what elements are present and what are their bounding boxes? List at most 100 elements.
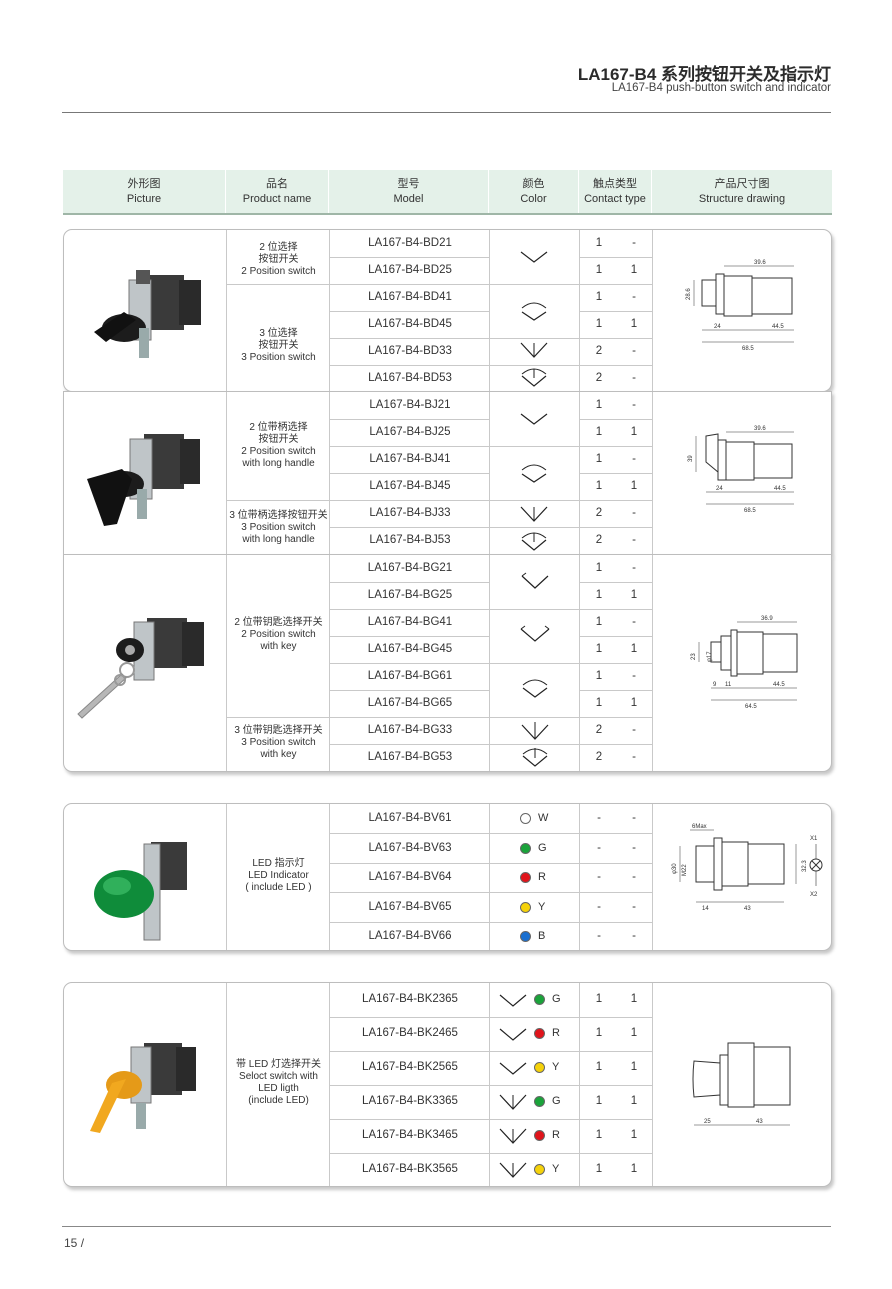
contact-no: - xyxy=(597,842,601,854)
svg-text:9: 9 xyxy=(713,682,717,688)
contact-nc: - xyxy=(632,901,636,913)
contact-no: 2 xyxy=(595,724,603,736)
contact-nc: - xyxy=(632,291,636,303)
three-position-symbol-icon xyxy=(498,1093,528,1118)
key-three-position-symbol-icon xyxy=(519,720,551,747)
structure-drawing-bv: 6Max φ30 M22 32.3 14 43 X1 X2 xyxy=(664,816,829,916)
model-cell: LA167-B4-BD45 xyxy=(368,318,452,330)
contact-no: - xyxy=(597,930,601,942)
two-position-symbol-icon xyxy=(498,993,528,1014)
two-position-symbol-icon xyxy=(519,250,549,269)
contact-no: 2 xyxy=(595,751,603,763)
model-cell: LA167-B4-BV63 xyxy=(368,842,452,854)
contact-no: - xyxy=(597,901,601,913)
contact-nc: - xyxy=(632,842,636,854)
contact-nc: 1 xyxy=(630,264,638,276)
color-dot-yellow xyxy=(534,1062,545,1073)
model-cell: LA167-B4-BV61 xyxy=(368,812,452,824)
contact-nc: 1 xyxy=(630,426,638,438)
key-arc-symbol-icon xyxy=(519,677,551,704)
color-label: B xyxy=(538,930,546,942)
svg-text:11: 11 xyxy=(725,682,732,688)
model-cell: LA167-B4-BV64 xyxy=(368,871,452,883)
structure-drawing-bg: 36.9 23 φ17 9 11 44.5 64.5 xyxy=(689,610,809,720)
model-cell: LA167-B4-BG65 xyxy=(367,697,453,709)
color-dot-blue xyxy=(520,931,531,942)
contact-no: 1 xyxy=(595,1095,603,1107)
color-label: Y xyxy=(552,1163,560,1175)
model-cell: LA167-B4-BG45 xyxy=(367,643,453,655)
contact-no: 1 xyxy=(595,237,603,249)
model-cell: LA167-B4-BJ53 xyxy=(369,534,451,546)
svg-text:φ30: φ30 xyxy=(672,863,678,874)
svg-text:23: 23 xyxy=(691,653,697,660)
contact-nc: - xyxy=(632,345,636,357)
three-position-symbol-icon xyxy=(498,1127,528,1152)
two-position-symbol-icon xyxy=(498,1027,528,1048)
contact-no: 1 xyxy=(595,1129,603,1141)
contact-nc: - xyxy=(632,534,636,546)
model-cell: LA167-B4-BK2565 xyxy=(362,1061,458,1073)
contact-nc: - xyxy=(632,562,636,574)
contact-no: 1 xyxy=(595,616,603,628)
color-dot-yellow xyxy=(534,1164,545,1175)
model-cell: LA167-B4-BJ45 xyxy=(369,480,451,492)
contact-nc: 1 xyxy=(630,1095,638,1107)
color-label: G xyxy=(538,842,547,854)
svg-text:X1: X1 xyxy=(810,836,818,842)
header-divider xyxy=(62,112,831,113)
model-cell: LA167-B4-BG53 xyxy=(367,751,453,763)
contact-nc: 1 xyxy=(630,1061,638,1073)
model-cell: LA167-B4-BK2465 xyxy=(362,1027,458,1039)
color-label: R xyxy=(552,1129,560,1141)
three-position-arc-symbol-icon xyxy=(519,462,549,489)
contact-no: 1 xyxy=(595,399,603,411)
contact-nc: - xyxy=(632,751,636,763)
svg-text:X2: X2 xyxy=(810,892,818,898)
svg-text:14: 14 xyxy=(702,906,709,912)
svg-text:24: 24 xyxy=(714,324,721,330)
model-cell: LA167-B4-BJ41 xyxy=(369,453,451,465)
model-cell: LA167-B4-BJ33 xyxy=(369,507,451,519)
contact-nc: 1 xyxy=(630,1027,638,1039)
svg-text:32.3: 32.3 xyxy=(802,860,808,872)
model-cell: LA167-B4-BD33 xyxy=(368,345,452,357)
contact-no: 1 xyxy=(595,643,603,655)
contact-nc: 1 xyxy=(630,589,638,601)
svg-text:24: 24 xyxy=(716,486,723,492)
svg-text:44.5: 44.5 xyxy=(772,324,784,330)
structure-drawing-bd: 39.6 28.6 24 44.5 68.5 xyxy=(684,258,814,358)
svg-text:64.5: 64.5 xyxy=(745,704,757,710)
contact-nc: 1 xyxy=(630,480,638,492)
contact-nc: 1 xyxy=(630,643,638,655)
model-cell: LA167-B4-BD41 xyxy=(368,291,452,303)
contact-nc: 1 xyxy=(630,1129,638,1141)
contact-nc: - xyxy=(632,507,636,519)
color-label: Y xyxy=(552,1061,560,1073)
key-switch-image xyxy=(72,610,217,730)
model-cell: LA167-B4-BG33 xyxy=(367,724,453,736)
contact-nc: - xyxy=(632,930,636,942)
model-cell: LA167-B4-BK3465 xyxy=(362,1129,458,1141)
svg-text:43: 43 xyxy=(756,1119,763,1125)
contact-no: 1 xyxy=(595,562,603,574)
contact-nc: - xyxy=(632,724,636,736)
color-label: G xyxy=(552,1095,561,1107)
model-cell: LA167-B4-BK3365 xyxy=(362,1095,458,1107)
page-subtitle: LA167-B4 push-button switch and indicato… xyxy=(611,82,831,94)
contact-no: 1 xyxy=(595,480,603,492)
svg-text:68.5: 68.5 xyxy=(744,508,756,514)
contact-no: 1 xyxy=(595,670,603,682)
model-cell: LA167-B4-BJ25 xyxy=(369,426,451,438)
